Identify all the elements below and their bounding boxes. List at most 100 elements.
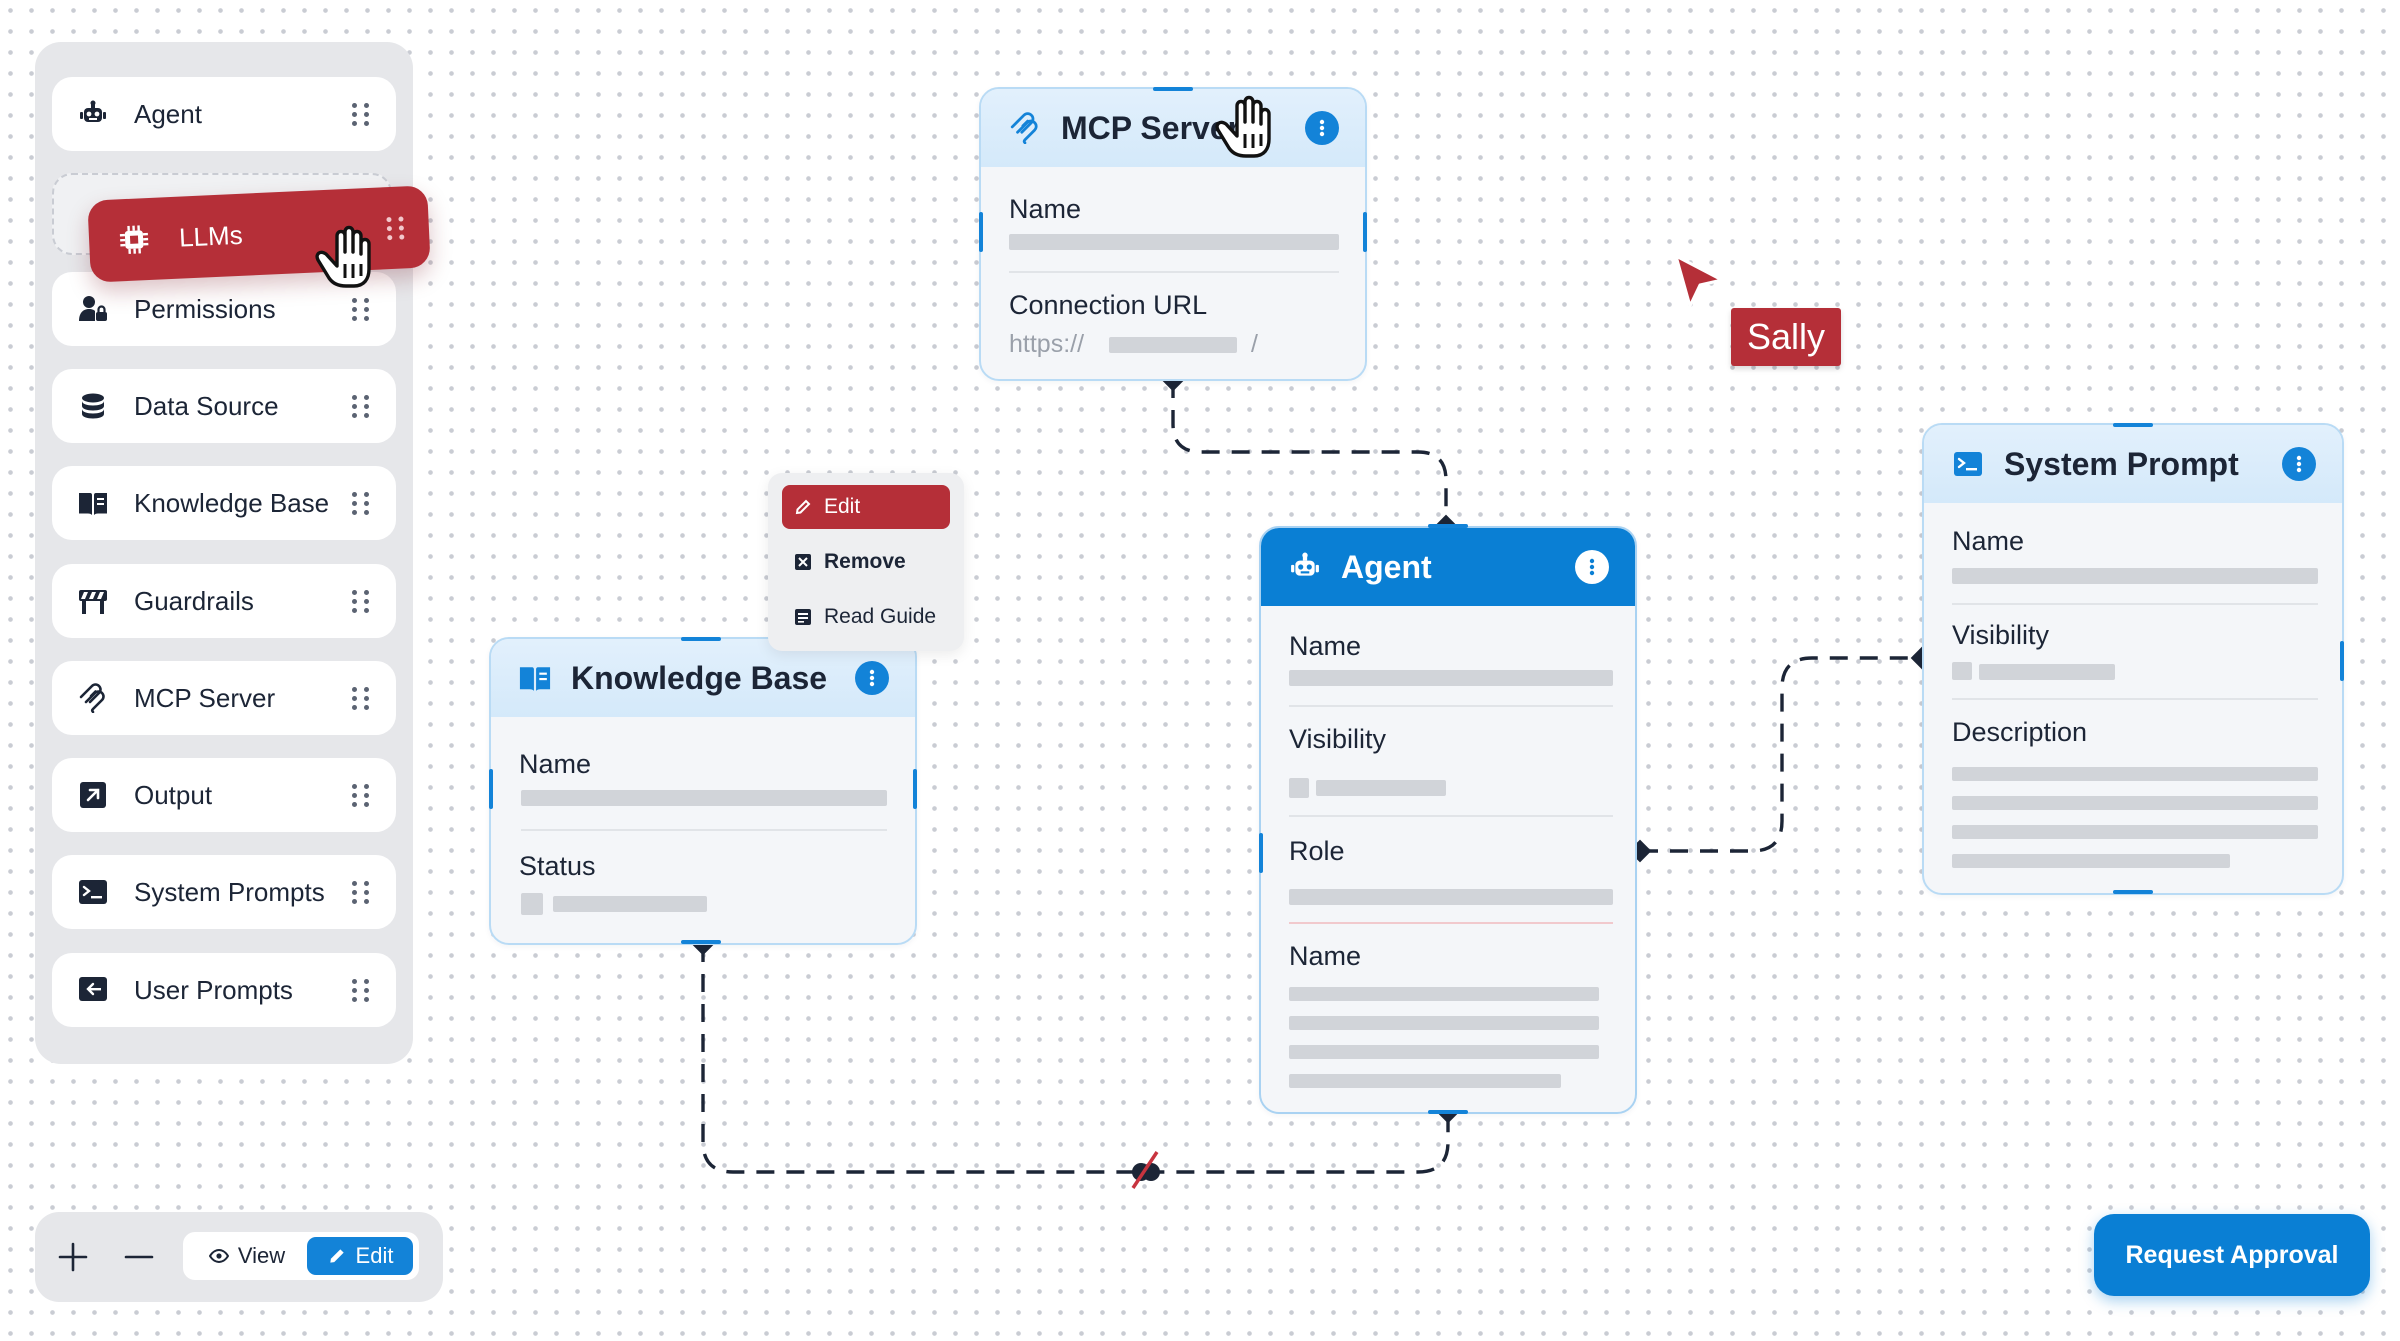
request-approval-button[interactable]: Request Approval [2094,1214,2370,1296]
edit-mode-label: Edit [355,1243,394,1268]
node-handle-left[interactable] [979,212,983,252]
node-handle-top[interactable] [1153,87,1193,91]
kebab-menu-icon[interactable] [1575,550,1609,584]
text-line-placeholder [1952,825,2318,839]
zoom-in-icon[interactable] [53,1237,93,1277]
text-line-placeholder [1289,1045,1599,1059]
node-title: MCP Server [1061,109,1241,146]
drag-handle-icon[interactable] [352,879,370,905]
edit-mode-button[interactable]: Edit [307,1237,413,1275]
node-handle-bottom[interactable] [1428,1110,1468,1114]
field-divider [1289,815,1613,817]
field-label: Name [519,749,592,779]
palette-item-label: Data Source [134,390,279,421]
database-icon [78,391,108,421]
field-divider [521,829,887,831]
text-line-placeholder [1289,987,1599,1001]
drag-handle-icon[interactable] [352,782,370,808]
book-icon [78,488,108,518]
field-label: Visibility [1952,620,2050,650]
node-header[interactable]: System Prompt [1924,425,2342,503]
wire-agent-system [1640,656,1922,853]
drag-handle-icon[interactable] [386,214,405,241]
field-label: Name [1952,526,2025,556]
node-title: Agent [1341,548,1432,585]
palette-item-user-prompts[interactable]: User Prompts [52,953,396,1027]
palette-item-guardrails[interactable]: Guardrails [52,564,396,638]
node-context-menu: Edit Remove Read Guide [768,473,964,651]
status-checkbox-placeholder [521,893,543,915]
doc-icon [794,608,812,626]
pencil-icon [794,498,812,516]
node-header[interactable]: Agent [1261,528,1635,606]
kebab-menu-icon[interactable] [2282,447,2316,481]
eye-icon [208,1249,229,1263]
field-label: Connection URL [1009,290,1208,320]
palette-item-data-source[interactable]: Data Source [52,369,396,443]
menu-item-remove[interactable]: Remove [782,540,950,584]
palette-item-agent[interactable]: Agent [52,77,396,151]
palette-item-knowledge-base[interactable]: Knowledge Base [52,466,396,540]
drag-handle-icon[interactable] [352,296,370,322]
node-mcp-server[interactable]: MCP Server Name Connection URL https:// … [979,87,1367,381]
node-knowledge-base[interactable]: Knowledge Base Name Status [489,637,917,945]
kebab-menu-icon[interactable] [855,661,889,695]
field-label: Visibility [1289,724,1387,754]
kebab-menu-icon[interactable] [1305,111,1339,145]
field-label: Description [1952,717,2088,747]
field-label: Status [519,851,596,881]
palette-item-mcp-server[interactable]: MCP Server [52,661,396,735]
field-label: Name [1289,941,1362,971]
visibility-value-placeholder [1316,780,1446,796]
field-label: Role [1289,836,1345,866]
terminal-icon [78,877,108,907]
menu-item-label: Read Guide [824,605,937,628]
view-mode-button[interactable]: View [191,1237,303,1275]
wire-mcp-agent [1171,380,1448,526]
zoom-out-icon[interactable] [119,1237,159,1277]
node-header[interactable]: MCP Server [981,89,1365,167]
node-system-prompt[interactable]: System Prompt Name Visibility Descriptio… [1922,423,2344,895]
field-label: Name [1009,194,1082,224]
node-handle-bottom[interactable] [2113,890,2153,894]
node-handle-left[interactable] [489,769,493,809]
chip-icon [118,224,149,255]
node-header[interactable]: Knowledge Base [491,639,915,717]
palette-item-system-prompts[interactable]: System Prompts [52,855,396,929]
node-handle-top[interactable] [681,637,721,641]
visibility-checkbox-placeholder [1952,662,1972,680]
node-handle-top[interactable] [2113,423,2153,427]
node-title: System Prompt [2004,445,2239,482]
node-handle-right[interactable] [2340,641,2344,681]
mcp-icon [78,683,108,713]
node-handle-right[interactable] [913,769,917,809]
node-handle-top[interactable] [1428,524,1468,528]
menu-item-read-guide[interactable]: Read Guide [782,595,950,639]
field-value-placeholder [521,790,887,806]
field-divider [1289,705,1613,707]
menu-item-label: Remove [824,550,906,573]
node-agent[interactable]: Agent Name Visibility Role Name [1259,526,1637,1114]
field-label: Name [1289,631,1362,661]
field-divider [1289,922,1613,924]
menu-item-edit[interactable]: Edit [782,485,950,529]
drag-handle-icon[interactable] [352,588,370,614]
text-line-placeholder [1952,767,2318,781]
palette-item-label: Permissions [134,293,276,324]
url-host-placeholder [1109,337,1237,353]
drag-handle-icon[interactable] [352,490,370,516]
node-handle-right[interactable] [1363,212,1367,252]
node-handle-left[interactable] [1259,833,1263,873]
grab-cursor-icon [1215,95,1271,158]
terminal-icon [1950,446,1986,482]
drag-handle-icon[interactable] [352,393,370,419]
status-value-placeholder [553,896,707,912]
text-line-placeholder [1289,1074,1561,1088]
drag-handle-icon[interactable] [352,977,370,1003]
drag-handle-icon[interactable] [352,685,370,711]
palette-item-llms-dragging[interactable]: LLMs [87,185,431,283]
drag-handle-icon[interactable] [352,101,370,127]
palette-item-output[interactable]: Output [52,758,396,832]
node-handle-bottom[interactable] [681,940,721,944]
